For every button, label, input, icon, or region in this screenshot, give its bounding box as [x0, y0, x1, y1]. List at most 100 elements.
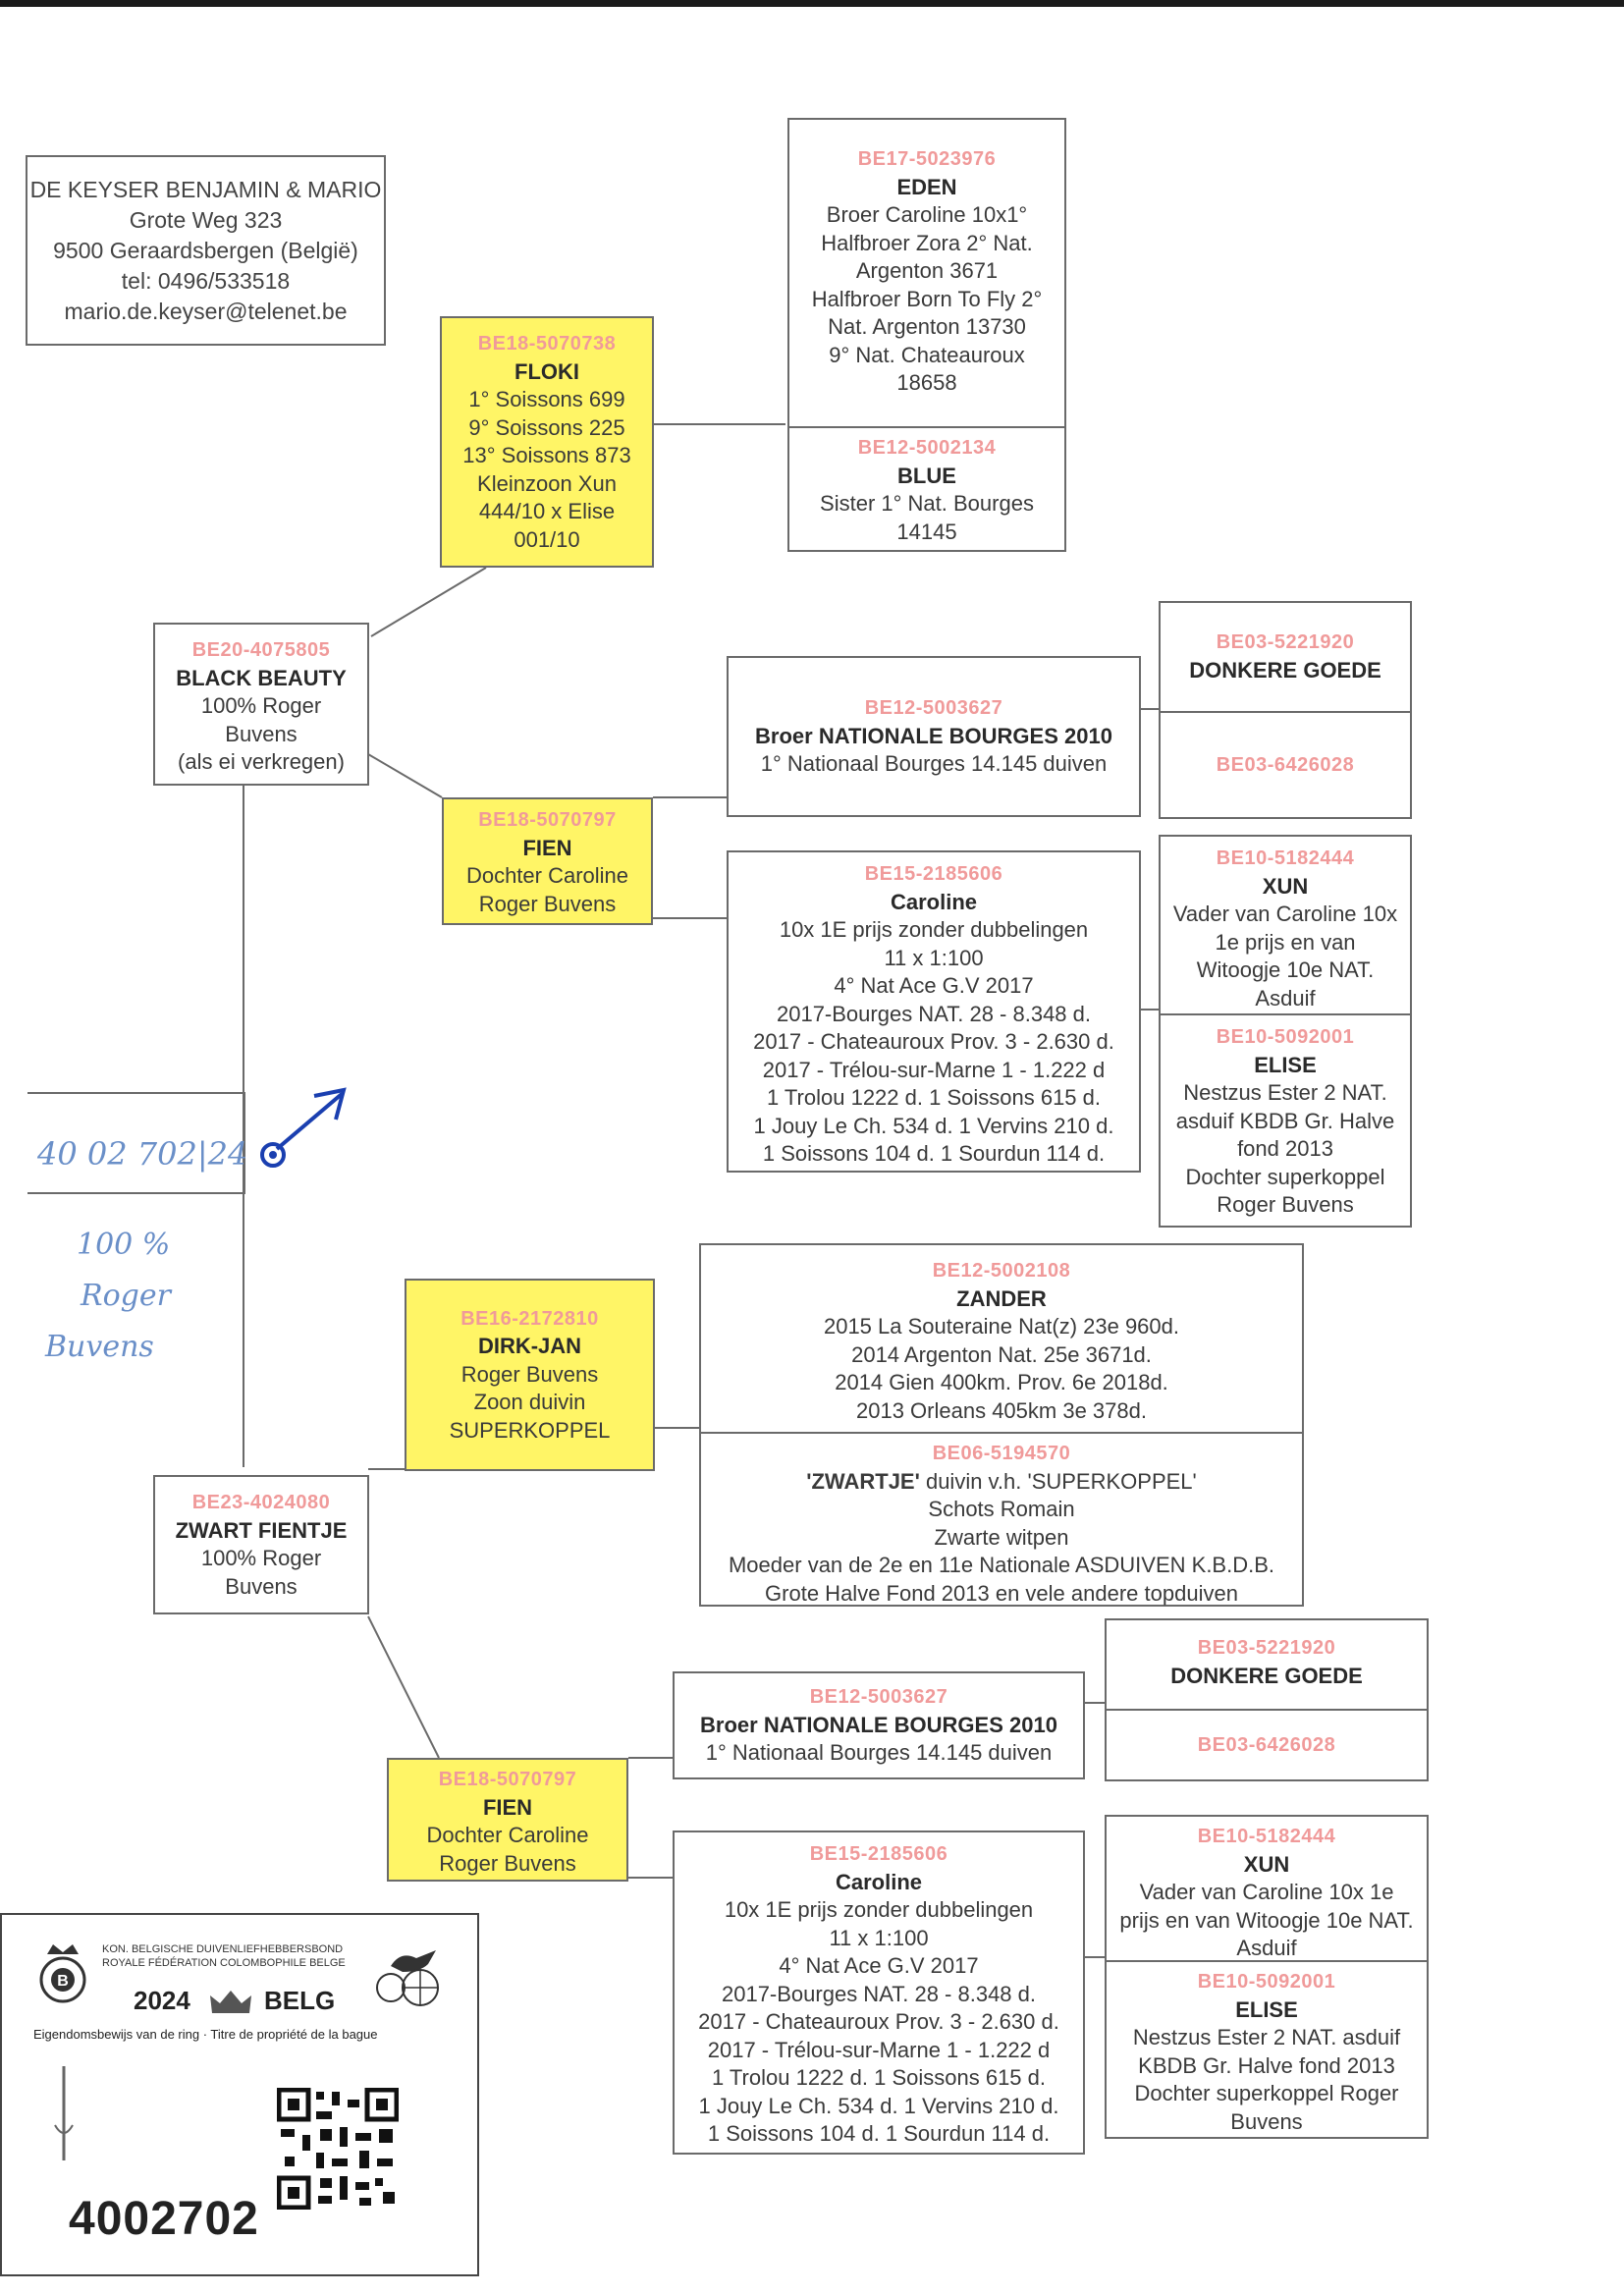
- result-line: 1 Soissons 104 d. 1 Sourdun 114 d.: [762, 1141, 1106, 1166]
- result-line: Moeder van de 2e en 11e Nationale ASDUIV…: [728, 1553, 1274, 1577]
- dam-section: BE03-6426028: [1107, 1709, 1427, 1779]
- dam-fien-box: BE18-5070797 FIEN Dochter Caroline Roger…: [442, 797, 653, 925]
- elise-section: BE10-5092001 ELISE Nestzus Ester 2 NAT. …: [1107, 1960, 1427, 2137]
- broer-nationale-bourges-box: BE12-5003627 Broer NATIONALE BOURGES 201…: [727, 656, 1141, 817]
- pigeon-name: FLOKI: [514, 358, 579, 384]
- result-line: Asduif: [1236, 1936, 1297, 1960]
- breeder-tel: tel: 0496/533518: [121, 268, 291, 294]
- pigeon-name: DONKERE GOEDE: [1189, 657, 1381, 683]
- handwritten-note-line2: Roger: [81, 1279, 171, 1313]
- caroline-box: BE15-2185606 Caroline 10x 1E prijs zonde…: [673, 1831, 1085, 2155]
- pigeon-name: DIRK-JAN: [477, 1334, 582, 1359]
- result-line: 2017-Bourges NAT. 28 - 8.348 d.: [776, 1001, 1091, 1026]
- black-beauty-box: BE20-4075805 BLACK BEAUTY 100% Roger Buv…: [153, 623, 369, 786]
- ring-number: BE03-5221920: [1216, 631, 1355, 653]
- result-line: 4° Nat Ace G.V 2017: [834, 973, 1034, 998]
- breeder-email: mario.de.keyser@telenet.be: [64, 299, 348, 324]
- result-line: Buvens: [225, 721, 298, 746]
- ring-year: 2024: [134, 1986, 190, 2015]
- scan-top-edge: [0, 0, 1624, 7]
- ring-number: BE03-6426028: [1216, 753, 1355, 776]
- ring-country: BELG: [264, 1986, 336, 2015]
- result-line: Zwarte witpen: [934, 1524, 1069, 1550]
- result-line: Nestzus Ester 2 NAT. asduif: [1132, 2025, 1401, 2049]
- result-line: 100% Roger: [200, 693, 322, 718]
- card-inner: B KON. BELGISCHE DUIVENLIEFHEBBERSBOND R…: [24, 1935, 456, 2259]
- breeder-city: 9500 Geraardsbergen (België): [53, 238, 358, 263]
- sire-floki-box: BE18-5070738 FLOKI 1° Soissons 699 9° So…: [440, 316, 654, 568]
- ring-pin-icon: [54, 2066, 74, 2160]
- result-line: 2017-Bourges NAT. 28 - 8.348 d.: [721, 1981, 1036, 2006]
- result-line: 14145: [896, 519, 957, 544]
- ring-number: BE10-5182444: [1197, 1826, 1336, 1847]
- result-line: Schots Romain: [928, 1497, 1075, 1521]
- pigeon-name: Caroline: [835, 1869, 923, 1894]
- sire-section: BE03-5221920 DONKERE GOEDE: [1161, 603, 1410, 711]
- elise-section: BE10-5092001 ELISE Nestzus Ester 2 NAT. …: [1161, 1013, 1410, 1226]
- pigeon-name: ELISE: [1235, 1996, 1298, 2022]
- result-line: Witoogje 10e NAT.: [1196, 957, 1375, 982]
- eden-section: BE17-5023976 EDEN Broer Caroline 10x1° H…: [789, 120, 1064, 426]
- pigeon-name: ZANDER: [956, 1285, 1047, 1311]
- result-line: Vader van Caroline 10x 1e: [1139, 1880, 1394, 1904]
- result-line: prijs en van Witoogje 10e NAT.: [1119, 1907, 1414, 1933]
- result-line: 2017 - Trélou-sur-Marne 1 - 1.222 d: [707, 2037, 1051, 2062]
- handwritten-note-line3: Buvens: [45, 1330, 154, 1364]
- result-line: Dochter superkoppel: [1185, 1164, 1385, 1189]
- ring-number: BE20-4075805: [191, 639, 331, 661]
- dam-section: BE03-6426028: [1161, 711, 1410, 817]
- result-line: 1 Jouy Le Ch. 534 d. 1 Vervins 210 d.: [753, 1113, 1114, 1138]
- arrow-annotation-icon: [260, 1087, 347, 1168]
- sire-dirk-jan-box: BE16-2172810 DIRK-JAN Roger Buvens Zoon …: [405, 1279, 655, 1471]
- result-line: Zoon duivin: [473, 1390, 586, 1415]
- result-line: 9° Soissons 225: [468, 414, 625, 440]
- result-line: 1° Nationaal Bourges 14.145 duiven: [705, 1740, 1053, 1766]
- ring-number: BE12-5003627: [864, 697, 1003, 720]
- result-line: 1 Soissons 104 d. 1 Sourdun 114 d.: [707, 2121, 1051, 2146]
- result-line: 1 Trolou 1222 d. 1 Soissons 615 d.: [711, 2065, 1046, 2090]
- breeder-name: DE KEYSER BENJAMIN & MARIO: [29, 177, 382, 202]
- result-line: Roger Buvens: [460, 1361, 599, 1387]
- result-line: Roger Buvens: [1217, 1192, 1354, 1217]
- result-line: Sister 1° Nat. Bourges: [820, 491, 1034, 516]
- handwritten-note-line1: 100 %: [77, 1228, 171, 1262]
- ring-number: BE12-5002134: [857, 437, 997, 459]
- ring-number: BE17-5023976: [857, 148, 997, 170]
- pigeon-name: Broer NATIONALE BOURGES 2010: [700, 1712, 1057, 1737]
- zwart-fientje-box: BE23-4024080 ZWART FIENTJE 100% Roger Bu…: [153, 1475, 369, 1614]
- pigeon-name: DONKERE GOEDE: [1170, 1663, 1363, 1688]
- result-line: 1e prijs en van: [1215, 929, 1356, 955]
- federation-name: KON. BELGISCHE DUIVENLIEFHEBBERSBOND ROY…: [102, 1942, 346, 1970]
- federation-name-nl: KON. BELGISCHE DUIVENLIEFHEBBERSBOND: [102, 1943, 344, 1955]
- ring-number: BE23-4024080: [191, 1492, 331, 1513]
- blue-section: BE12-5002134 BLUE Sister 1° Nat. Bourges…: [789, 426, 1064, 550]
- pigeon-name: FIEN: [482, 1794, 533, 1820]
- qr-code-icon: [277, 2088, 399, 2210]
- pigeon-name: Broer NATIONALE BOURGES 2010: [755, 723, 1112, 748]
- caroline-box: BE15-2185606 Caroline 10x 1E prijs zonde…: [727, 850, 1141, 1173]
- result-line: Grote Halve Fond 2013 en vele andere top…: [765, 1580, 1238, 1606]
- xun-elise-box: BE10-5182444 XUN Vader van Caroline 10x …: [1159, 835, 1412, 1228]
- ring-number: BE03-6426028: [1197, 1733, 1336, 1756]
- result-line: Dochter Caroline: [426, 1823, 589, 1847]
- result-line: KBDB Gr. Halve fond 2013: [1138, 2052, 1395, 2078]
- result-line: Kleinzoon Xun: [477, 470, 617, 496]
- result-line: 2014 Argenton Nat. 25e 3671d.: [851, 1341, 1152, 1367]
- pigeon-name: XUN: [1243, 1851, 1290, 1877]
- ring-number: BE10-5182444: [1216, 847, 1355, 869]
- result-line: Asduif: [1255, 985, 1316, 1011]
- crown-logo-icon: B: [39, 1944, 86, 2003]
- result-line: Roger Buvens: [478, 891, 617, 916]
- result-line: (als ei verkregen): [178, 749, 345, 774]
- donkere-goede-box: BE03-5221920 DONKERE GOEDE BE03-6426028: [1105, 1618, 1429, 1781]
- crown-icon: [210, 1991, 251, 2013]
- result-line: Nat. Argenton 13730: [828, 314, 1026, 339]
- result-line: fond 2013: [1237, 1136, 1333, 1161]
- result-line: 2014 Gien 400km. Prov. 6e 2018d.: [835, 1370, 1168, 1394]
- ring-number: BE03-5221920: [1197, 1637, 1336, 1659]
- result-line: Nestzus Ester 2 NAT.: [1183, 1080, 1387, 1105]
- result-line: Dochter superkoppel Roger: [1134, 2081, 1399, 2105]
- result-line: 1° Soissons 699: [468, 387, 625, 411]
- dam-fien-box: BE18-5070797 FIEN Dochter Caroline Roger…: [387, 1758, 628, 1882]
- result-line: 4° Nat Ace G.V 2017: [779, 1953, 979, 1978]
